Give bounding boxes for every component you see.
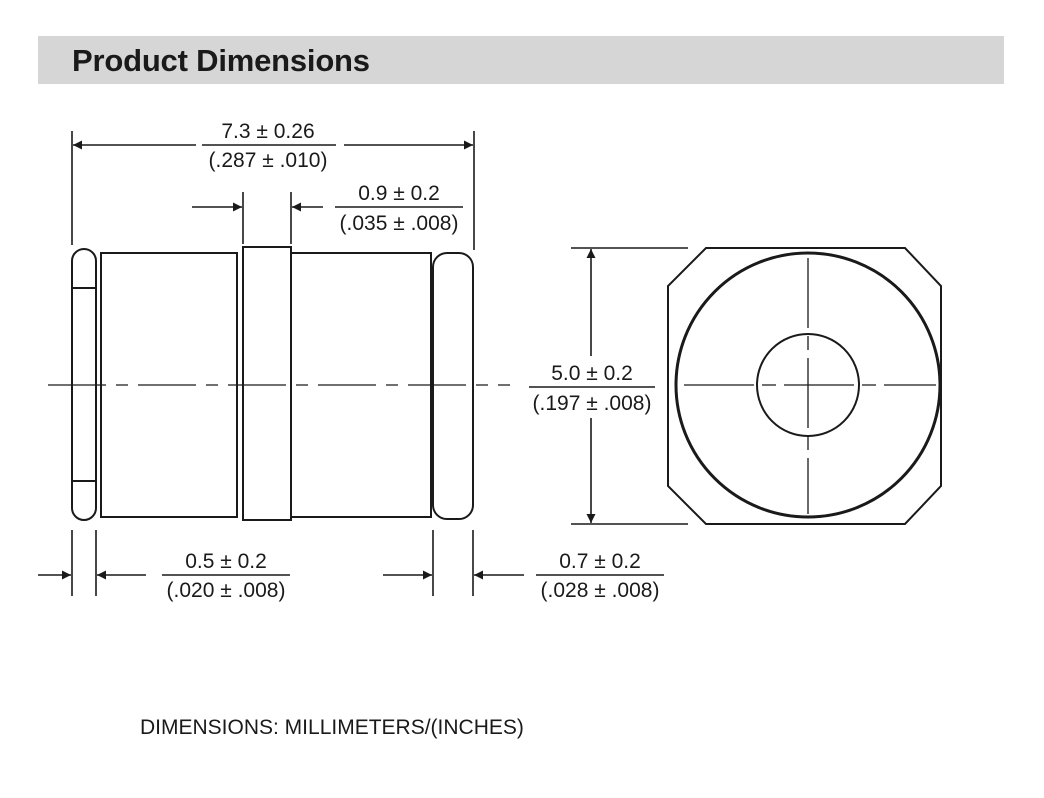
left-terminal-mm-label: 0.5 ± 0.2 (185, 550, 267, 573)
height-inch-label: (.197 ± .008) (533, 392, 652, 415)
section-header: Product Dimensions (38, 36, 1004, 84)
length-mm-label: 7.3 ± 0.26 (221, 120, 314, 143)
end-view-outer-circle (674, 251, 942, 519)
length-inch-label: (.287 ± .010) (209, 149, 328, 172)
dimension-drawing: 7.3 ± 0.26 (.287 ± .010) 0.9 ± 0.2 (.035… (38, 120, 942, 602)
center-band (242, 246, 292, 521)
height-mm-label: 5.0 ± 0.2 (551, 362, 633, 385)
end-view-octagon (667, 247, 942, 525)
section-title: Product Dimensions (72, 43, 370, 78)
right-terminal-inch-label: (.028 ± .008) (541, 579, 660, 602)
side-view (71, 246, 474, 521)
right-end-cap (432, 252, 474, 520)
band-inch-label: (.035 ± .008) (340, 212, 459, 235)
left-terminal-inch-label: (.020 ± .008) (167, 579, 286, 602)
end-view (667, 247, 942, 525)
band-mm-label: 0.9 ± 0.2 (358, 182, 440, 205)
right-terminal-mm-label: 0.7 ± 0.2 (559, 550, 641, 573)
units-note: DIMENSIONS: MILLIMETERS/(INCHES) (140, 716, 524, 739)
